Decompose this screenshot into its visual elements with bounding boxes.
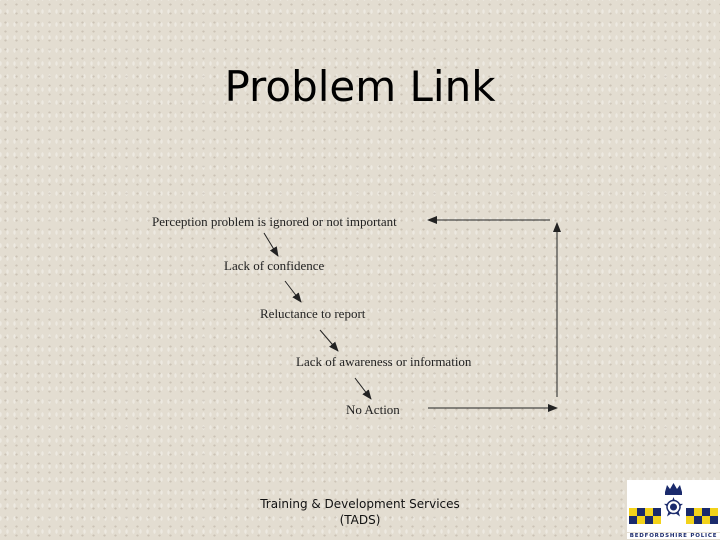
footer-org-abbrev: (TADS) [339, 513, 381, 527]
step-perception-problem: Perception problem is ignored or not imp… [152, 214, 397, 229]
slide-title: Problem Link [224, 62, 496, 111]
police-logo: BEDFORDSHIRE POLICE [627, 480, 720, 540]
arrow-step2-to-step3 [284, 280, 302, 303]
footer-org-name: Training & Development Services [260, 497, 460, 511]
step-reluctance-to-report: Reluctance to report [260, 306, 366, 321]
arrow-step4-to-step5 [354, 377, 372, 400]
arrow-step1-to-step2 [263, 232, 279, 257]
footer: Training & Development Services (TADS) [0, 496, 720, 528]
step-no-action: No Action [346, 402, 400, 417]
step-lack-of-awareness: Lack of awareness or information [296, 354, 472, 369]
logo-emblem [627, 480, 720, 532]
arrow-step3-to-step4 [319, 329, 339, 352]
logo-text: BEDFORDSHIRE POLICE [627, 533, 720, 539]
step-lack-of-confidence: Lack of confidence [224, 258, 325, 273]
